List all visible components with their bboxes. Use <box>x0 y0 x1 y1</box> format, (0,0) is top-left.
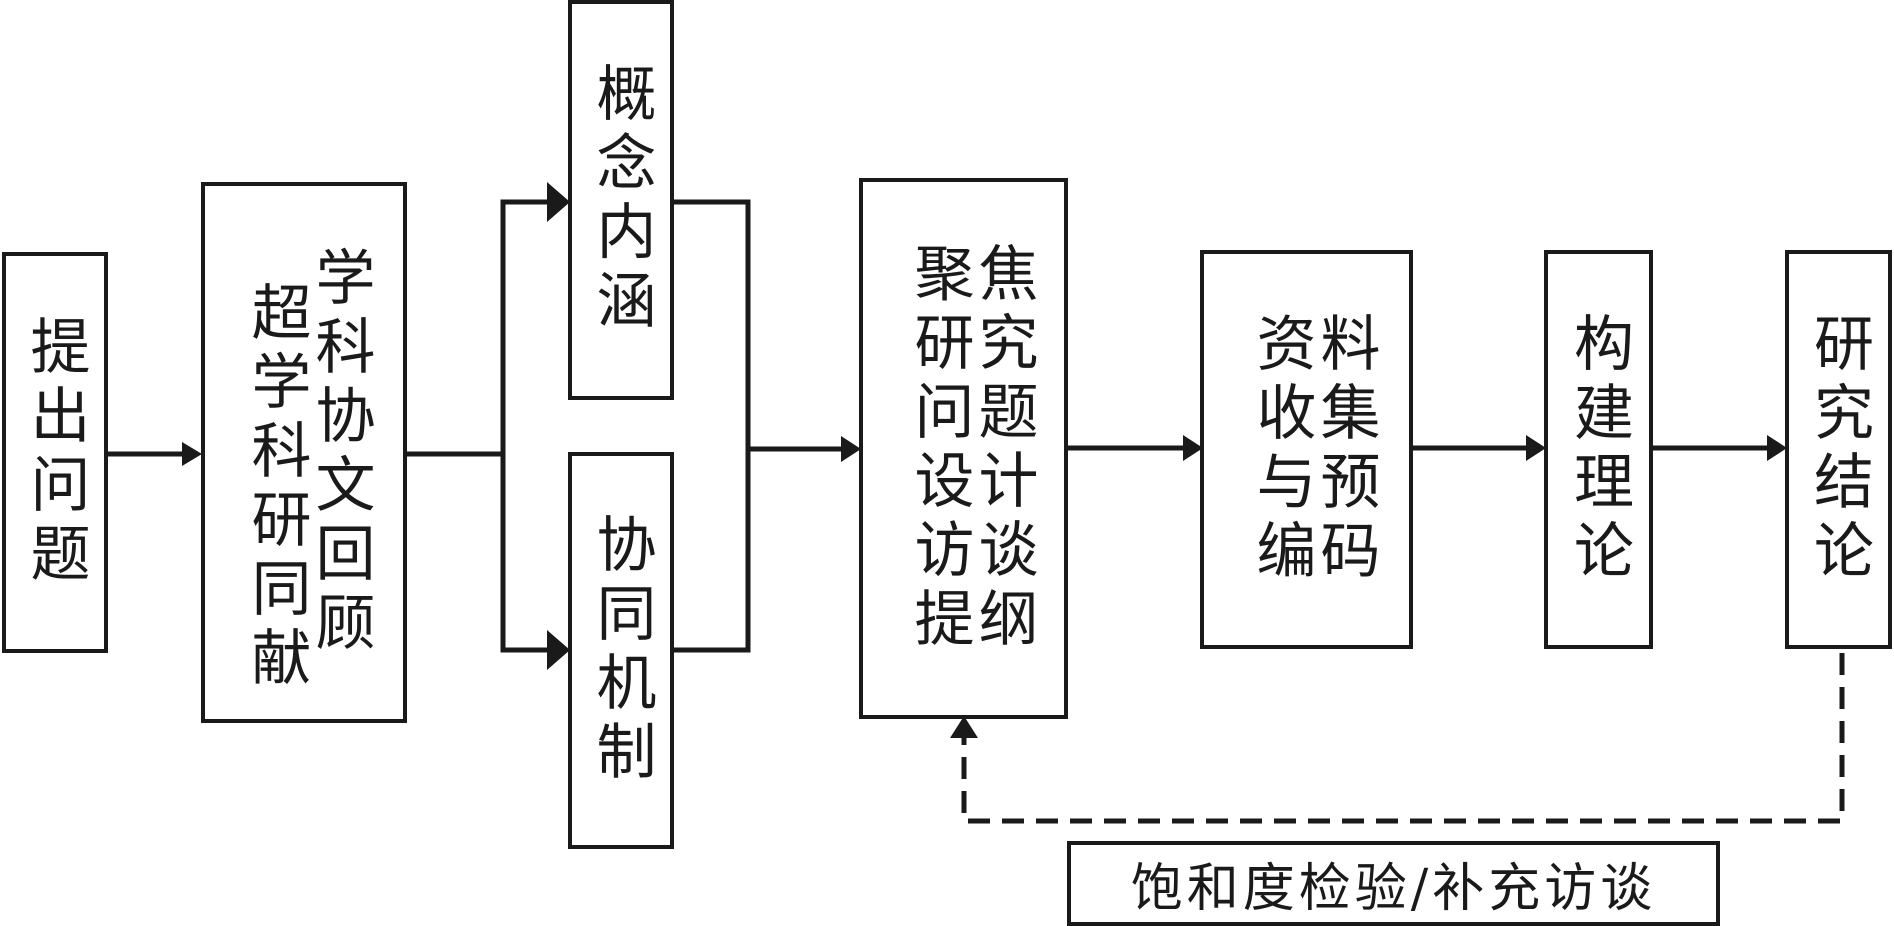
arrowhead-theory <box>1526 435 1546 461</box>
node-literature-review-col-left: 超学科研同献 <box>241 280 311 695</box>
node-literature-review: 学科协文回顾 超学科研同献 <box>201 182 407 723</box>
node-focus-questions-col-left: 聚研问设访提 <box>904 241 974 656</box>
node-build-theory-text: 构建理论 <box>1563 311 1634 588</box>
node-data-collection: 料集预码 资收与编 <box>1200 250 1413 649</box>
node-data-collection-col-left: 资收与编 <box>1246 311 1316 588</box>
feedback-label-box: 饱和度检验/补充访谈 <box>1067 841 1720 926</box>
node-concept-connotation-text: 概念内涵 <box>586 62 656 338</box>
arrowhead-data <box>1183 435 1203 461</box>
arrowhead-feedback <box>950 716 978 738</box>
node-conclusion: 研究结论 <box>1785 250 1892 649</box>
feedback-label-text: 饱和度检验/补充访谈 <box>1130 859 1657 919</box>
node-conclusion-text: 研究结论 <box>1803 311 1874 588</box>
arrowhead-mechanism <box>547 630 570 670</box>
edge-split-to-concept <box>500 199 550 454</box>
node-focus-questions: 焦究题计谈纲 聚研问设访提 <box>859 178 1068 719</box>
node-data-collection-col-right: 料集预码 <box>1310 311 1380 588</box>
edge-split-to-mechanism <box>500 454 550 653</box>
node-propose-question-text: 提出问题 <box>20 314 90 591</box>
edge-feedback-dashed <box>961 653 1845 824</box>
node-concept-connotation: 概念内涵 <box>568 0 674 400</box>
node-collaborative-mechanism: 协同机制 <box>568 452 674 849</box>
node-propose-question: 提出问题 <box>2 252 108 653</box>
node-focus-questions-col-right: 焦究题计谈纲 <box>968 241 1038 656</box>
arrowhead-conclusion <box>1767 435 1787 461</box>
node-build-theory: 构建理论 <box>1544 250 1653 649</box>
node-collaborative-mechanism-text: 协同机制 <box>586 512 656 789</box>
node-literature-review-col-right: 学科协文回顾 <box>305 245 375 660</box>
arrowhead-review <box>182 442 202 466</box>
edge-concept-to-merge <box>673 199 751 653</box>
arrowhead-concept <box>547 182 570 222</box>
arrowhead-focus <box>841 436 861 462</box>
